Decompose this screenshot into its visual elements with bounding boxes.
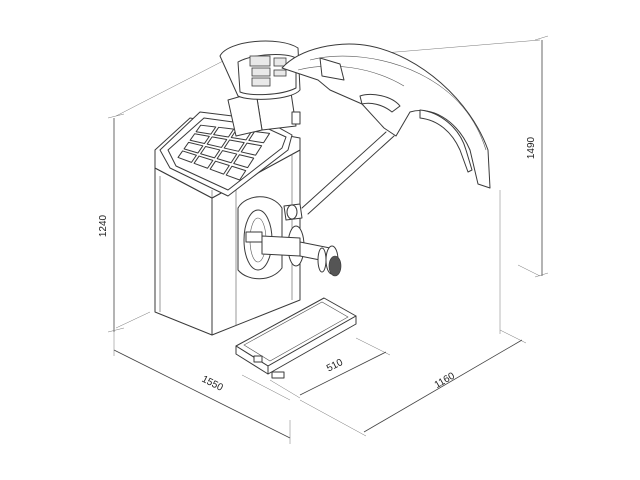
tray-compartment — [183, 141, 204, 154]
dimension-label-1490: 1490 — [526, 136, 537, 159]
tray-compartment — [195, 124, 217, 135]
tray-compartment — [213, 126, 235, 138]
tray-compartment — [216, 150, 238, 164]
dimension-label-1550: 1550 — [200, 374, 225, 394]
dimension-lines — [107, 35, 549, 444]
wheel-guard — [281, 43, 491, 215]
tray-compartment — [225, 165, 247, 181]
tray-compartment — [177, 150, 197, 163]
tray-compartment — [206, 136, 228, 148]
weight-tray — [159, 111, 293, 197]
dimension-label-510: 510 — [325, 357, 345, 375]
tray-compartment — [193, 155, 214, 169]
tray-compartment — [240, 142, 263, 156]
dimension-label-1240: 1240 — [98, 214, 109, 237]
tray-compartment — [223, 139, 245, 152]
tray-compartment — [189, 133, 210, 145]
tray-compartment — [248, 131, 271, 144]
base-plate — [235, 297, 357, 379]
balancing-shaft — [237, 196, 342, 280]
tray-compartment — [209, 160, 230, 175]
tray-compartment — [200, 145, 221, 159]
control-display-panel — [219, 40, 301, 100]
tray-compartment — [233, 154, 255, 169]
dimension-label-1160: 1160 — [433, 370, 458, 390]
